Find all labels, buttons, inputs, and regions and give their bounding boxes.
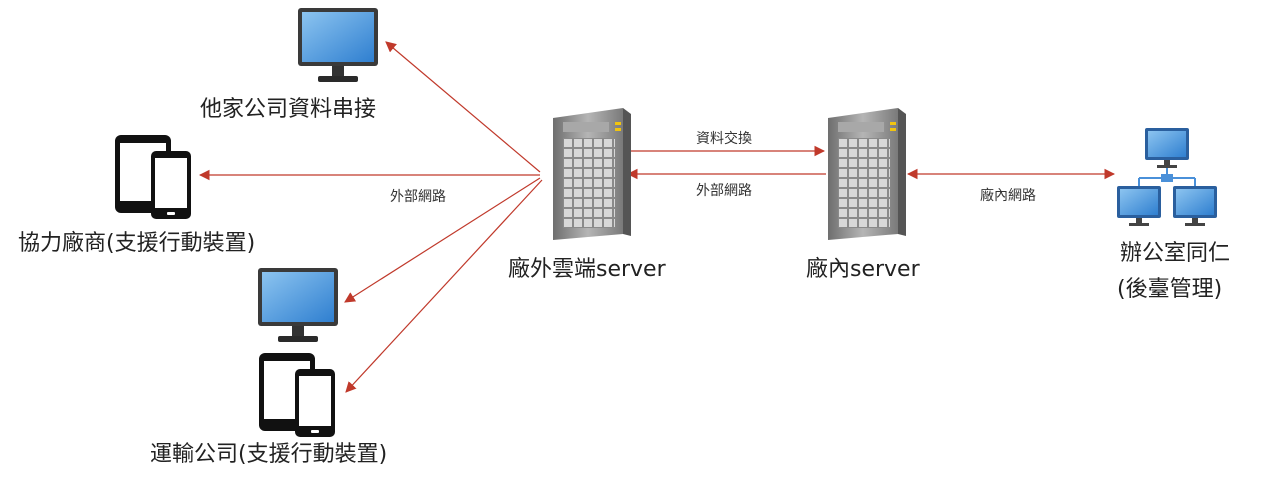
inner-server-icon <box>828 108 906 240</box>
office-label-line1: 辦公室同仁 <box>1120 241 1230 266</box>
transport-monitor-icon <box>258 268 338 342</box>
office-label-line2: (後臺管理) <box>1117 277 1222 302</box>
transport-tablet-phone-icon <box>259 353 335 437</box>
office-network-computers-icon <box>1117 128 1217 226</box>
edge-label-internal-network: 廠內網路 <box>980 187 1036 204</box>
inner-server-label: 廠內server <box>806 257 921 282</box>
arrow-cloud-to-transport-monitor <box>344 177 541 303</box>
arrow-cloud-to-partner <box>385 41 541 173</box>
edge-label-data-exchange: 資料交換 <box>696 130 752 147</box>
supplier-label: 協力廠商(支援行動裝置) <box>18 231 255 256</box>
edge-label-external-network-return: 外部網路 <box>696 183 752 199</box>
edge-label-external-network: 外部網路 <box>390 189 446 205</box>
partner-monitor-icon <box>298 8 378 82</box>
partner-label: 他家公司資料串接 <box>200 97 376 122</box>
supplier-tablet-phone-icon <box>115 135 191 219</box>
transport-label: 運輸公司(支援行動裝置) <box>150 442 387 467</box>
arrow-cloud-to-transport-tablet <box>345 179 543 393</box>
cloud-server-icon <box>553 108 631 240</box>
cloud-server-label: 廠外雲端server <box>508 257 667 282</box>
